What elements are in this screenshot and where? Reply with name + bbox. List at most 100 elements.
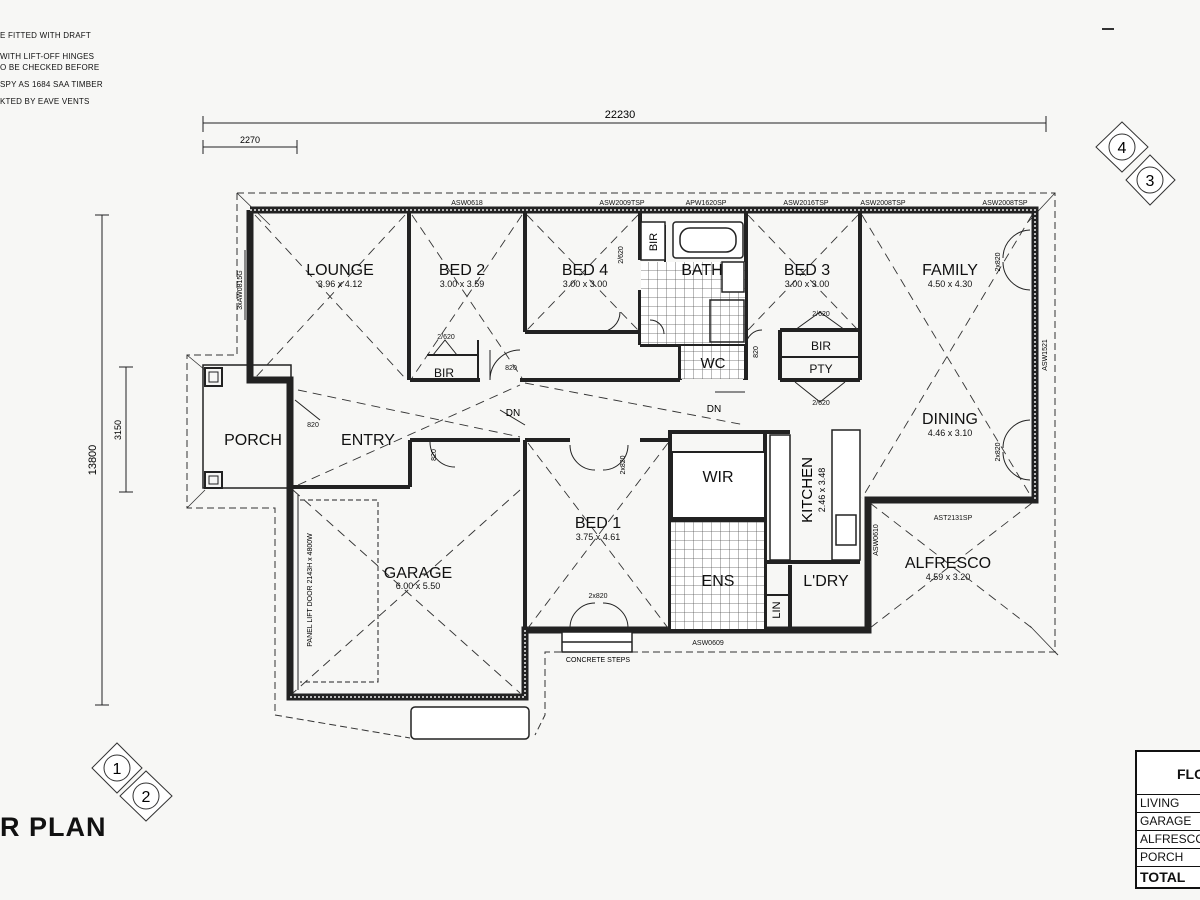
window-label: ASW2008TSP xyxy=(860,200,905,207)
room-bed3-size: 3.00 x 3.00 xyxy=(785,279,830,289)
room-bath-label: BATH xyxy=(681,262,722,279)
room-bed1-size: 3.75 x 4.61 xyxy=(576,532,621,542)
plan-title: R PLAN xyxy=(0,812,107,842)
area-table-header-text: FLO xyxy=(1177,766,1200,782)
step-down-label: DN xyxy=(707,404,721,415)
room-bed4-label: BED 4 xyxy=(562,262,608,279)
door-labels: 2/620 2/620 2/620 820 820 2x820 xyxy=(307,311,830,600)
porch-outline xyxy=(202,364,292,489)
wc-tiles xyxy=(681,346,744,379)
room-labels: LOUNGE 3.96 x 4.12 BED 2 3.00 x 3.59 BED… xyxy=(224,262,991,591)
room-bir-bed2-label: BIR xyxy=(434,366,454,380)
door-label: 820 xyxy=(753,346,760,358)
window-labels: ASW0618 ASW2009TSP APW1620SP ASW2016TSP … xyxy=(451,200,1028,647)
room-wc-label: WC xyxy=(701,355,726,372)
elevation-marker-4: 4 xyxy=(1118,140,1127,157)
room-bed3-label: BED 3 xyxy=(784,262,830,279)
kitchen-bench xyxy=(769,429,861,561)
room-lin-label: LIN xyxy=(771,601,783,618)
window-label: ASW0609 xyxy=(692,640,724,647)
room-bed2-label: BED 2 xyxy=(439,262,485,279)
elevation-marker-3: 3 xyxy=(1146,173,1155,190)
room-alfresco-label: ALFRESCO xyxy=(905,555,991,572)
garage-door-label: PANEL LIFT DOOR 2143H x 4800W xyxy=(307,533,314,647)
note-line: WITH LIFT-OFF HINGES xyxy=(0,52,95,61)
dimension-porch-width: 2270 xyxy=(240,135,260,145)
dimension-porch-depth: 3150 xyxy=(113,420,123,440)
area-table-row: ALFRESCO xyxy=(1137,831,1200,849)
room-dining-label: DINING xyxy=(922,411,978,428)
garage-door xyxy=(297,495,379,690)
door-label: 2x820 xyxy=(588,593,607,600)
ens-tiles xyxy=(671,522,764,629)
elevation-marker-1: 1 xyxy=(113,761,122,778)
window-label: ASW1521 xyxy=(1042,339,1049,371)
room-alfresco-size: 4.59 x 3.20 xyxy=(926,572,971,582)
room-garage-size: 6.00 x 5.50 xyxy=(396,581,441,591)
room-dining-size: 4.46 x 3.10 xyxy=(928,428,973,438)
door-label: 820 xyxy=(307,422,319,429)
window-marks xyxy=(244,207,1039,504)
step-down-label: DN xyxy=(506,408,520,419)
room-ldry-label: L'DRY xyxy=(803,573,849,590)
window-label: 3xAW0815G xyxy=(237,270,244,309)
bathtub xyxy=(672,221,744,259)
room-kitchen-size: 2.46 x 3.48 xyxy=(817,468,827,513)
room-garage-label: GARAGE xyxy=(384,565,452,582)
room-ens-label: ENS xyxy=(702,573,735,590)
door-label: 2/620 xyxy=(812,400,830,407)
window-label: ASW0610 xyxy=(873,524,880,556)
garage-step xyxy=(410,706,530,740)
door-label: 820 xyxy=(505,365,517,372)
area-schedule-table: FLO LIVING GARAGE ALFRESCO PORCH TOTAL xyxy=(1135,750,1200,889)
window-label: AST2131SP xyxy=(934,515,973,522)
room-bed1-label: BED 1 xyxy=(575,515,621,532)
door-swings xyxy=(294,229,1031,629)
window-label: APW1620SP xyxy=(686,200,727,207)
window-label: ASW2008TSP xyxy=(982,200,1027,207)
room-diagonals xyxy=(254,214,1033,694)
note-line: SPY AS 1684 SAA TIMBER xyxy=(0,80,103,89)
bir-bed4-box xyxy=(640,221,666,261)
dimension-overall-depth: 13800 xyxy=(87,445,99,476)
room-porch-label: PORCH xyxy=(224,432,282,449)
room-pty-label: PTY xyxy=(809,362,832,376)
external-walls-inner xyxy=(250,209,1036,698)
door-label: 2/620 xyxy=(812,311,830,318)
concrete-steps xyxy=(561,631,633,653)
door-label: 2/620 xyxy=(618,246,625,264)
dimension-lines xyxy=(95,116,1047,706)
area-table-row: GARAGE xyxy=(1137,813,1200,831)
note-line: O BE CHECKED BEFORE xyxy=(0,63,100,72)
room-wir-label: WIR xyxy=(702,469,733,486)
shower-base xyxy=(709,299,745,343)
room-lounge-size: 3.96 x 4.12 xyxy=(318,279,363,289)
door-label: 2x820 xyxy=(620,455,627,474)
note-line: KTED BY EAVE VENTS xyxy=(0,97,90,106)
area-table-total: TOTAL xyxy=(1140,869,1186,885)
door-label: 2/620 xyxy=(437,334,455,341)
dimension-overall-width: 22230 xyxy=(605,109,636,121)
margin-mark xyxy=(1102,28,1114,30)
wir-room xyxy=(671,451,766,519)
area-table-row: PORCH xyxy=(1137,849,1200,867)
concrete-steps-label: CONCRETE STEPS xyxy=(566,657,631,664)
door-label: 2x820 xyxy=(995,252,1002,271)
room-lounge-label: LOUNGE xyxy=(306,262,374,279)
window-label: ASW2016TSP xyxy=(783,200,828,207)
room-family-size: 4.50 x 4.30 xyxy=(928,279,973,289)
elevation-marker-top xyxy=(1095,121,1176,206)
room-bir-bed4-label: BIR xyxy=(648,233,660,251)
room-bed4-size: 3.00 x 3.00 xyxy=(563,279,608,289)
room-bed2-size: 3.00 x 3.59 xyxy=(440,279,485,289)
room-kitchen-label: KITCHEN xyxy=(799,457,816,523)
room-bir-bed3-label: BIR xyxy=(811,339,831,353)
door-label: 820 xyxy=(431,449,438,461)
external-walls xyxy=(246,206,1039,701)
elevation-marker-2: 2 xyxy=(142,789,151,806)
general-notes: E FITTED WITH DRAFT WITH LIFT-OFF HINGES… xyxy=(0,30,103,107)
vanity xyxy=(721,261,745,293)
area-table-header: FLO xyxy=(1137,752,1200,795)
internal-walls xyxy=(288,212,862,630)
